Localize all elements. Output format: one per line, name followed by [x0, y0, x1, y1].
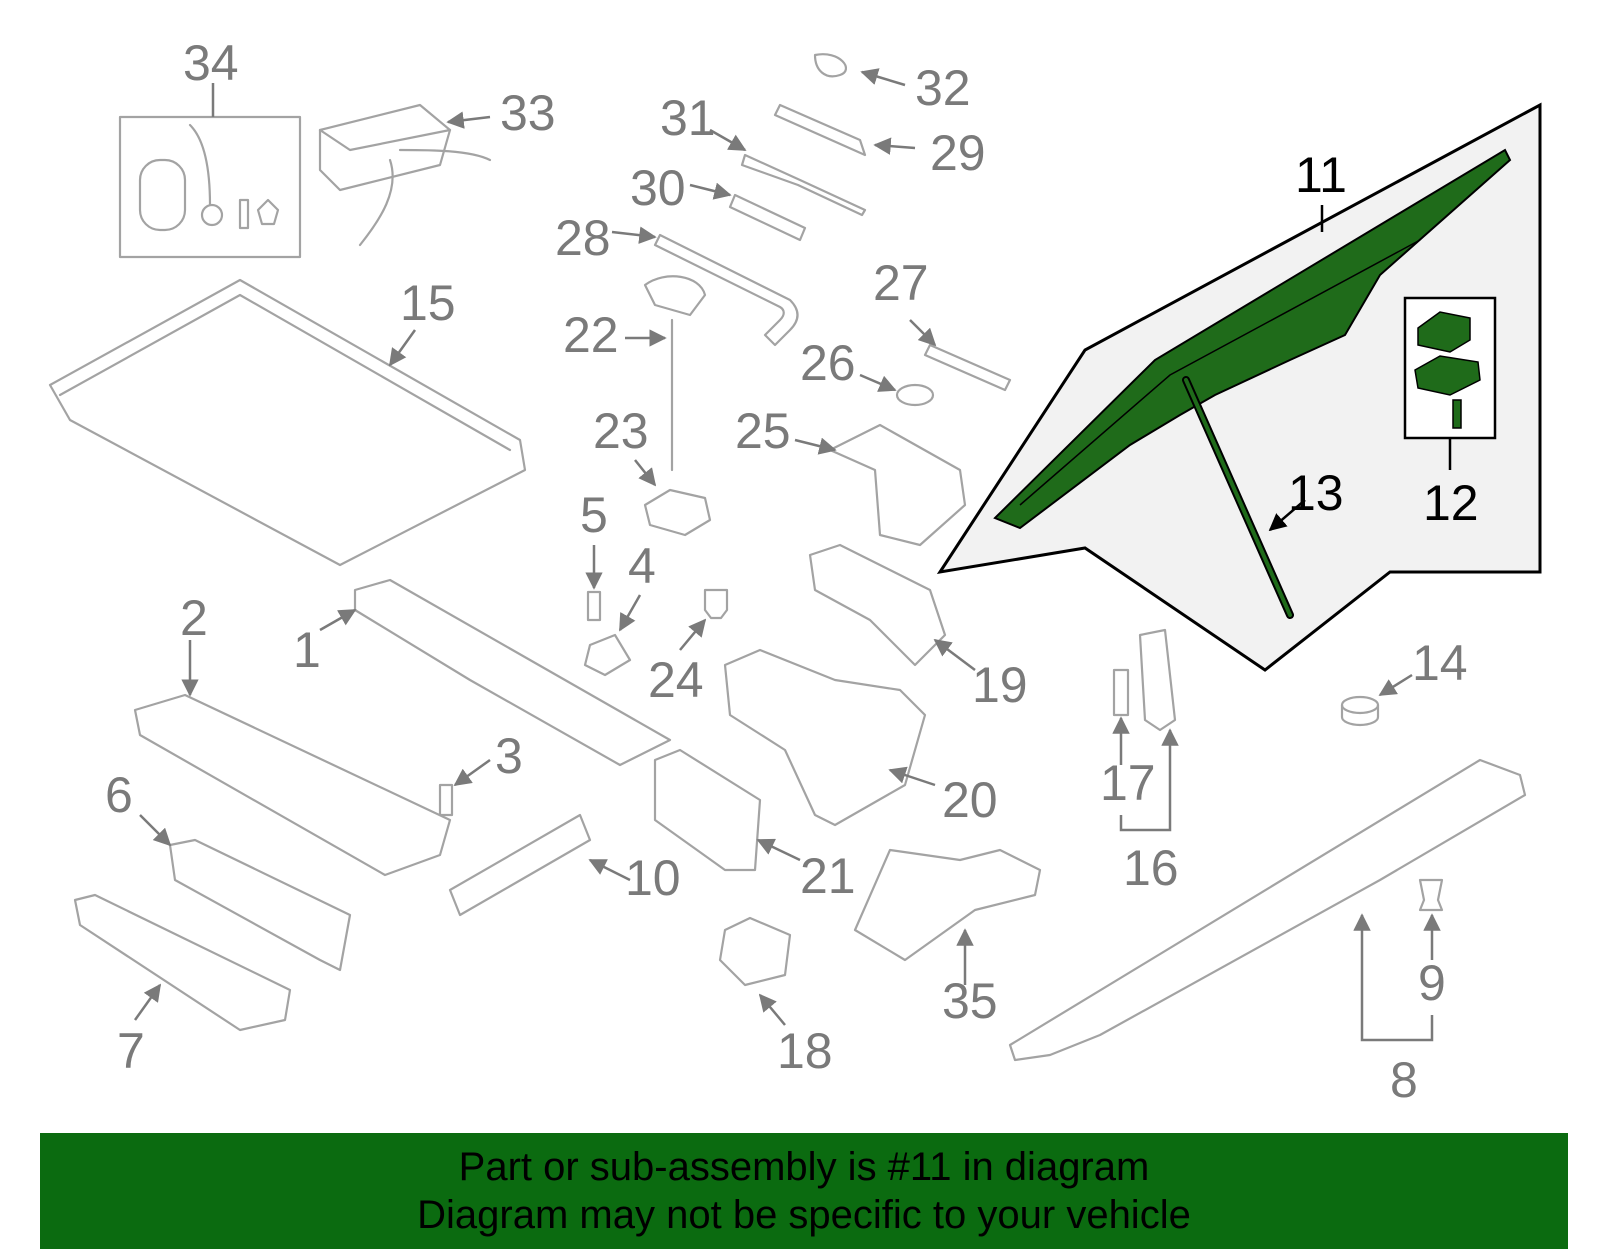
callout-33: 33	[500, 85, 556, 141]
part-27-rod	[909, 319, 1012, 392]
callout-10: 10	[625, 850, 681, 906]
callout-14: 14	[1412, 635, 1468, 691]
part-6-bracket	[139, 814, 352, 972]
callout-12: 12	[1423, 475, 1479, 531]
callout-16: 16	[1123, 840, 1179, 896]
callout-28: 28	[555, 210, 611, 266]
callout-19: 19	[972, 657, 1028, 713]
part-26-ring	[859, 373, 935, 407]
part-13-strut	[1182, 376, 1306, 619]
part-18-switch	[718, 916, 792, 1026]
part-8-sill	[1008, 758, 1527, 1062]
part-24-grommet	[679, 588, 729, 651]
callout-8: 8	[1390, 1052, 1418, 1108]
part-15-floor-cover	[48, 278, 527, 567]
callout-22: 22	[563, 307, 619, 363]
callout-30: 30	[630, 160, 686, 216]
part-31-screwdriver	[709, 128, 867, 217]
callout-18: 18	[777, 1023, 833, 1079]
part-10-bracket	[448, 813, 631, 917]
callout-21: 21	[800, 848, 856, 904]
part-33-module	[318, 103, 492, 247]
part-1-trim	[319, 578, 672, 767]
callout-15: 15	[400, 275, 456, 331]
part-17-striker	[1112, 668, 1172, 832]
callout-13: 13	[1288, 465, 1344, 521]
part-14-bumper	[1340, 673, 1413, 727]
callout-3: 3	[495, 728, 523, 784]
callout-2: 2	[180, 590, 208, 646]
part-21-bracket	[653, 748, 801, 872]
info-banner: Part or sub-assembly is #11 in diagram D…	[40, 1133, 1568, 1249]
callout-11: 11	[1295, 147, 1347, 203]
part-25-holder	[794, 423, 967, 547]
callout-31: 31	[660, 90, 716, 146]
part-9-clip	[1360, 878, 1444, 1042]
part-30-pin	[689, 182, 807, 242]
callout-25: 25	[735, 403, 791, 459]
callout-7: 7	[117, 1023, 145, 1079]
part-19-bracket	[808, 543, 976, 671]
part-35-support	[853, 848, 1042, 985]
callout-20: 20	[942, 772, 998, 828]
part-20-tray	[723, 648, 936, 827]
callout-26: 26	[800, 335, 856, 391]
callout-6: 6	[105, 767, 133, 823]
callout-29: 29	[930, 125, 986, 181]
callout-9: 9	[1418, 955, 1446, 1011]
part-11-lid	[993, 148, 1512, 530]
banner-line-1: Part or sub-assembly is #11 in diagram	[458, 1145, 1150, 1189]
part-29-wrench	[773, 103, 916, 157]
part-16-latch	[1138, 628, 1179, 815]
callout-labels: 34 33 32 31 29 30 28 15 27 22 26 25 23 5…	[105, 35, 1479, 1108]
part-2-trim	[133, 640, 452, 877]
callout-35: 35	[942, 973, 998, 1029]
callout-32: 32	[915, 60, 971, 116]
callout-17: 17	[1100, 755, 1156, 811]
callout-34: 34	[183, 35, 239, 91]
part-22-bolt	[625, 275, 707, 472]
part-3-bolt	[438, 758, 491, 817]
banner-line-2: Diagram may not be specific to your vehi…	[417, 1193, 1191, 1237]
part-32-clip	[813, 53, 906, 87]
part-34-kit	[118, 83, 302, 259]
part-28-lug-wrench	[611, 226, 799, 347]
part-23-nut	[634, 459, 712, 537]
part-7-bracket	[73, 893, 292, 1032]
callout-4: 4	[628, 538, 656, 594]
callout-24: 24	[648, 652, 704, 708]
callout-5: 5	[580, 487, 608, 543]
part-12-hardware	[1403, 296, 1497, 470]
part-5-screw	[585, 545, 603, 622]
part-4-clip	[583, 594, 642, 677]
callout-1: 1	[293, 622, 321, 678]
callout-27: 27	[873, 255, 929, 311]
callout-23: 23	[593, 403, 649, 459]
